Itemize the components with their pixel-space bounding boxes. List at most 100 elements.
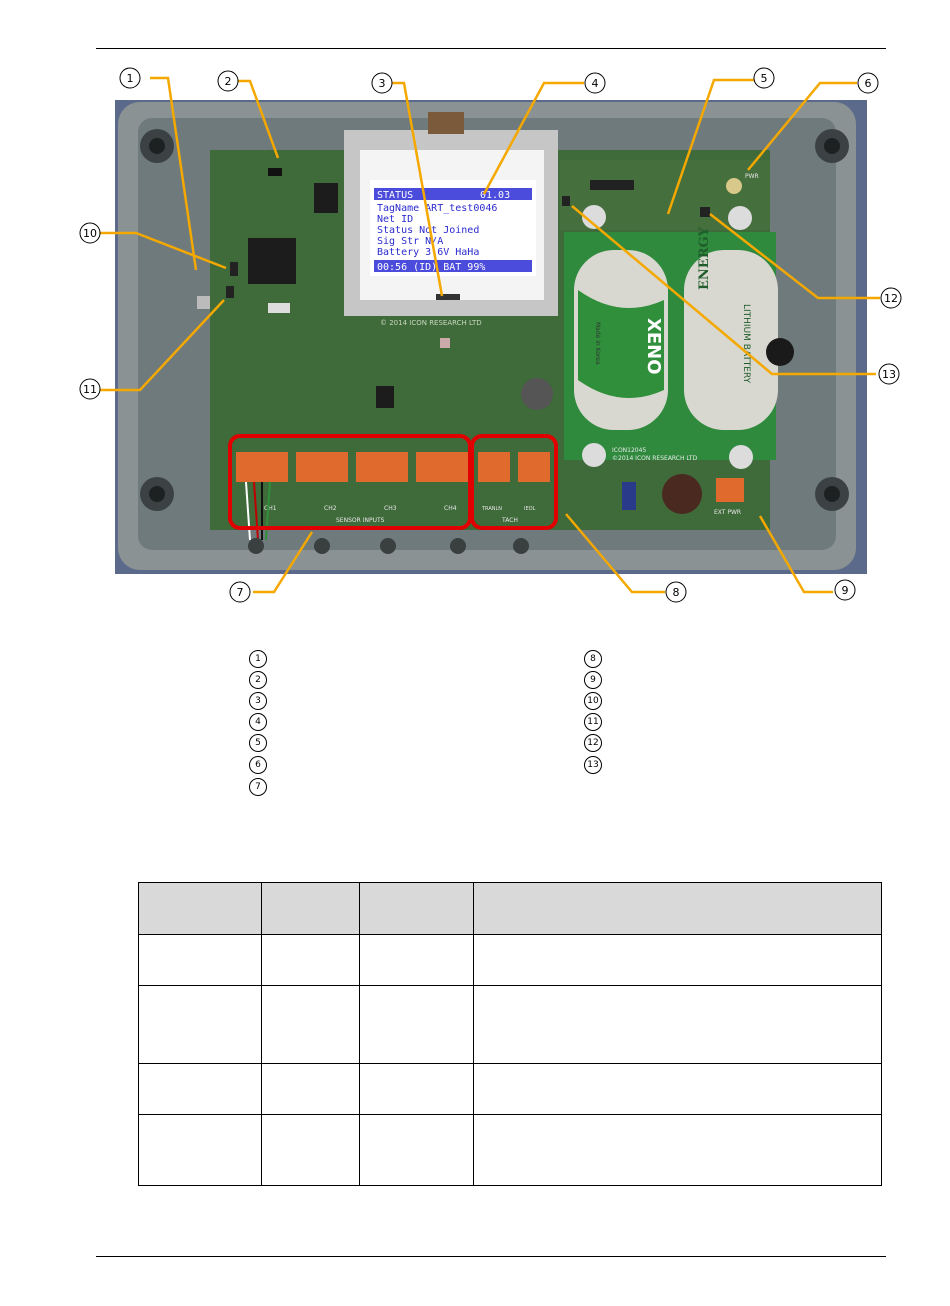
wire xyxy=(253,481,259,541)
table-header-cell xyxy=(138,882,262,935)
lcd-line-3: Status Not Joined xyxy=(377,225,479,236)
battery-1-stripe xyxy=(578,290,664,398)
legend-number: 6 xyxy=(249,756,267,774)
mcu-chip xyxy=(248,238,296,284)
sensor-inputs-label: SENSOR INPUTS xyxy=(336,517,385,524)
standoff xyxy=(729,445,753,469)
table-cell xyxy=(138,1063,262,1115)
legend-number: 10 xyxy=(584,692,602,710)
table-cell xyxy=(138,934,262,986)
table-row xyxy=(138,1063,883,1115)
cable-loop xyxy=(766,338,794,366)
terminal-label-ch1: CH1 xyxy=(264,505,277,512)
board-silk-right-1: ICON12045 xyxy=(612,447,646,454)
wire xyxy=(245,481,251,541)
lcd-footer: 00:56 (ID) BAT 99% xyxy=(377,262,485,273)
led-12 xyxy=(700,207,710,217)
lcd-line-1: TagName ART_test0046 xyxy=(377,203,497,214)
pwr-label: PWR xyxy=(745,173,759,180)
legend-number: 7 xyxy=(249,778,267,796)
callout-number-13: 13 xyxy=(882,368,896,381)
table-cell xyxy=(472,1063,883,1115)
table-cell xyxy=(138,1114,262,1186)
ext-pwr-label: EXT PWR xyxy=(714,509,741,516)
callout-layer: 1 2 3 4 5 6 7 8 9 10 11 12 13 xyxy=(79,67,902,603)
lcd-line-2: Net ID xyxy=(377,214,413,225)
lcd-cable xyxy=(428,112,464,134)
highlight-tach xyxy=(470,434,558,530)
legend-number: 13 xyxy=(584,756,602,774)
enclosure-screws xyxy=(140,129,849,511)
callout-number-2: 2 xyxy=(225,75,232,88)
callout-line-13 xyxy=(571,205,876,376)
lcd-line-4: Sig Str N/A xyxy=(377,236,443,247)
table-cell xyxy=(260,1114,360,1186)
buzzer xyxy=(662,474,702,514)
legend-number: 12 xyxy=(584,734,602,752)
callout-line-2 xyxy=(236,79,280,159)
battery-2-brand: ENERGY xyxy=(697,226,712,290)
legend-number: 2 xyxy=(249,671,267,689)
lcd-header-right: 01.03 xyxy=(480,190,510,201)
button xyxy=(440,338,450,348)
callout-number-1: 1 xyxy=(127,72,134,85)
standoff xyxy=(521,378,553,410)
led-13 xyxy=(562,196,570,206)
legend-number: 5 xyxy=(249,734,267,752)
callout-line-11 xyxy=(100,299,225,392)
callout-number-12: 12 xyxy=(884,292,898,305)
tach-label: TACH xyxy=(501,517,518,524)
board-silk-right-2: ©2014 ICON RESEARCH LTD xyxy=(612,455,698,462)
capacitor xyxy=(622,482,636,510)
table-cell xyxy=(472,934,883,986)
lcd-line-5: Battery 3.6V HaHa xyxy=(377,247,479,258)
table-row xyxy=(138,1114,883,1186)
table-row xyxy=(138,934,883,986)
ext-pwr-terminal xyxy=(716,478,744,502)
callout-number-6: 6 xyxy=(865,77,872,90)
device-photo: STATUS 01.03 TagName ART_test0046 Net ID… xyxy=(115,100,867,574)
table-cell xyxy=(472,985,883,1064)
callout-line-1 xyxy=(150,76,198,271)
callout-number-11: 11 xyxy=(83,383,97,396)
battery-1-brand: XENO xyxy=(643,318,664,375)
button xyxy=(197,296,210,309)
usb-connector xyxy=(268,168,282,176)
tach-label-1: TRANLN xyxy=(481,506,502,512)
callout-line-5 xyxy=(666,78,756,215)
callout-number-9: 9 xyxy=(842,584,849,597)
pwr-switch xyxy=(726,178,742,194)
crystal xyxy=(268,303,290,313)
terminal-label-ch2: CH2 xyxy=(324,505,337,512)
lcd-connector xyxy=(436,294,460,300)
wire xyxy=(265,481,271,541)
chip xyxy=(314,183,338,213)
legend-number: 9 xyxy=(584,671,602,689)
table-header-row xyxy=(138,882,883,935)
led-10 xyxy=(230,262,238,276)
cable-glands xyxy=(248,538,529,554)
callout-line-4 xyxy=(482,81,584,195)
callout-markers xyxy=(79,67,902,603)
table-cell xyxy=(358,985,474,1064)
lcd-header-left: STATUS xyxy=(377,190,413,201)
callout-line-7 xyxy=(253,531,314,594)
callout-number-5: 5 xyxy=(761,72,768,85)
callout-number-3: 3 xyxy=(379,77,386,90)
callout-line-8 xyxy=(565,513,665,594)
battery-2-text: LITHIUM BATTERY xyxy=(741,304,751,384)
table-header-cell xyxy=(472,882,883,935)
table-cell xyxy=(358,934,474,986)
legend-number: 11 xyxy=(584,713,602,731)
chip xyxy=(376,386,394,408)
table-cell xyxy=(260,985,360,1064)
table-cell xyxy=(472,1114,883,1186)
table-row xyxy=(138,985,883,1064)
table-header-cell xyxy=(358,882,474,935)
lcd-footer-bar xyxy=(374,260,532,272)
callout-lines xyxy=(100,76,880,594)
table-cell xyxy=(260,1063,360,1115)
table-header-cell xyxy=(260,882,360,935)
lcd-header-bar xyxy=(374,188,532,200)
tach-label-2: IEOL xyxy=(524,506,536,512)
